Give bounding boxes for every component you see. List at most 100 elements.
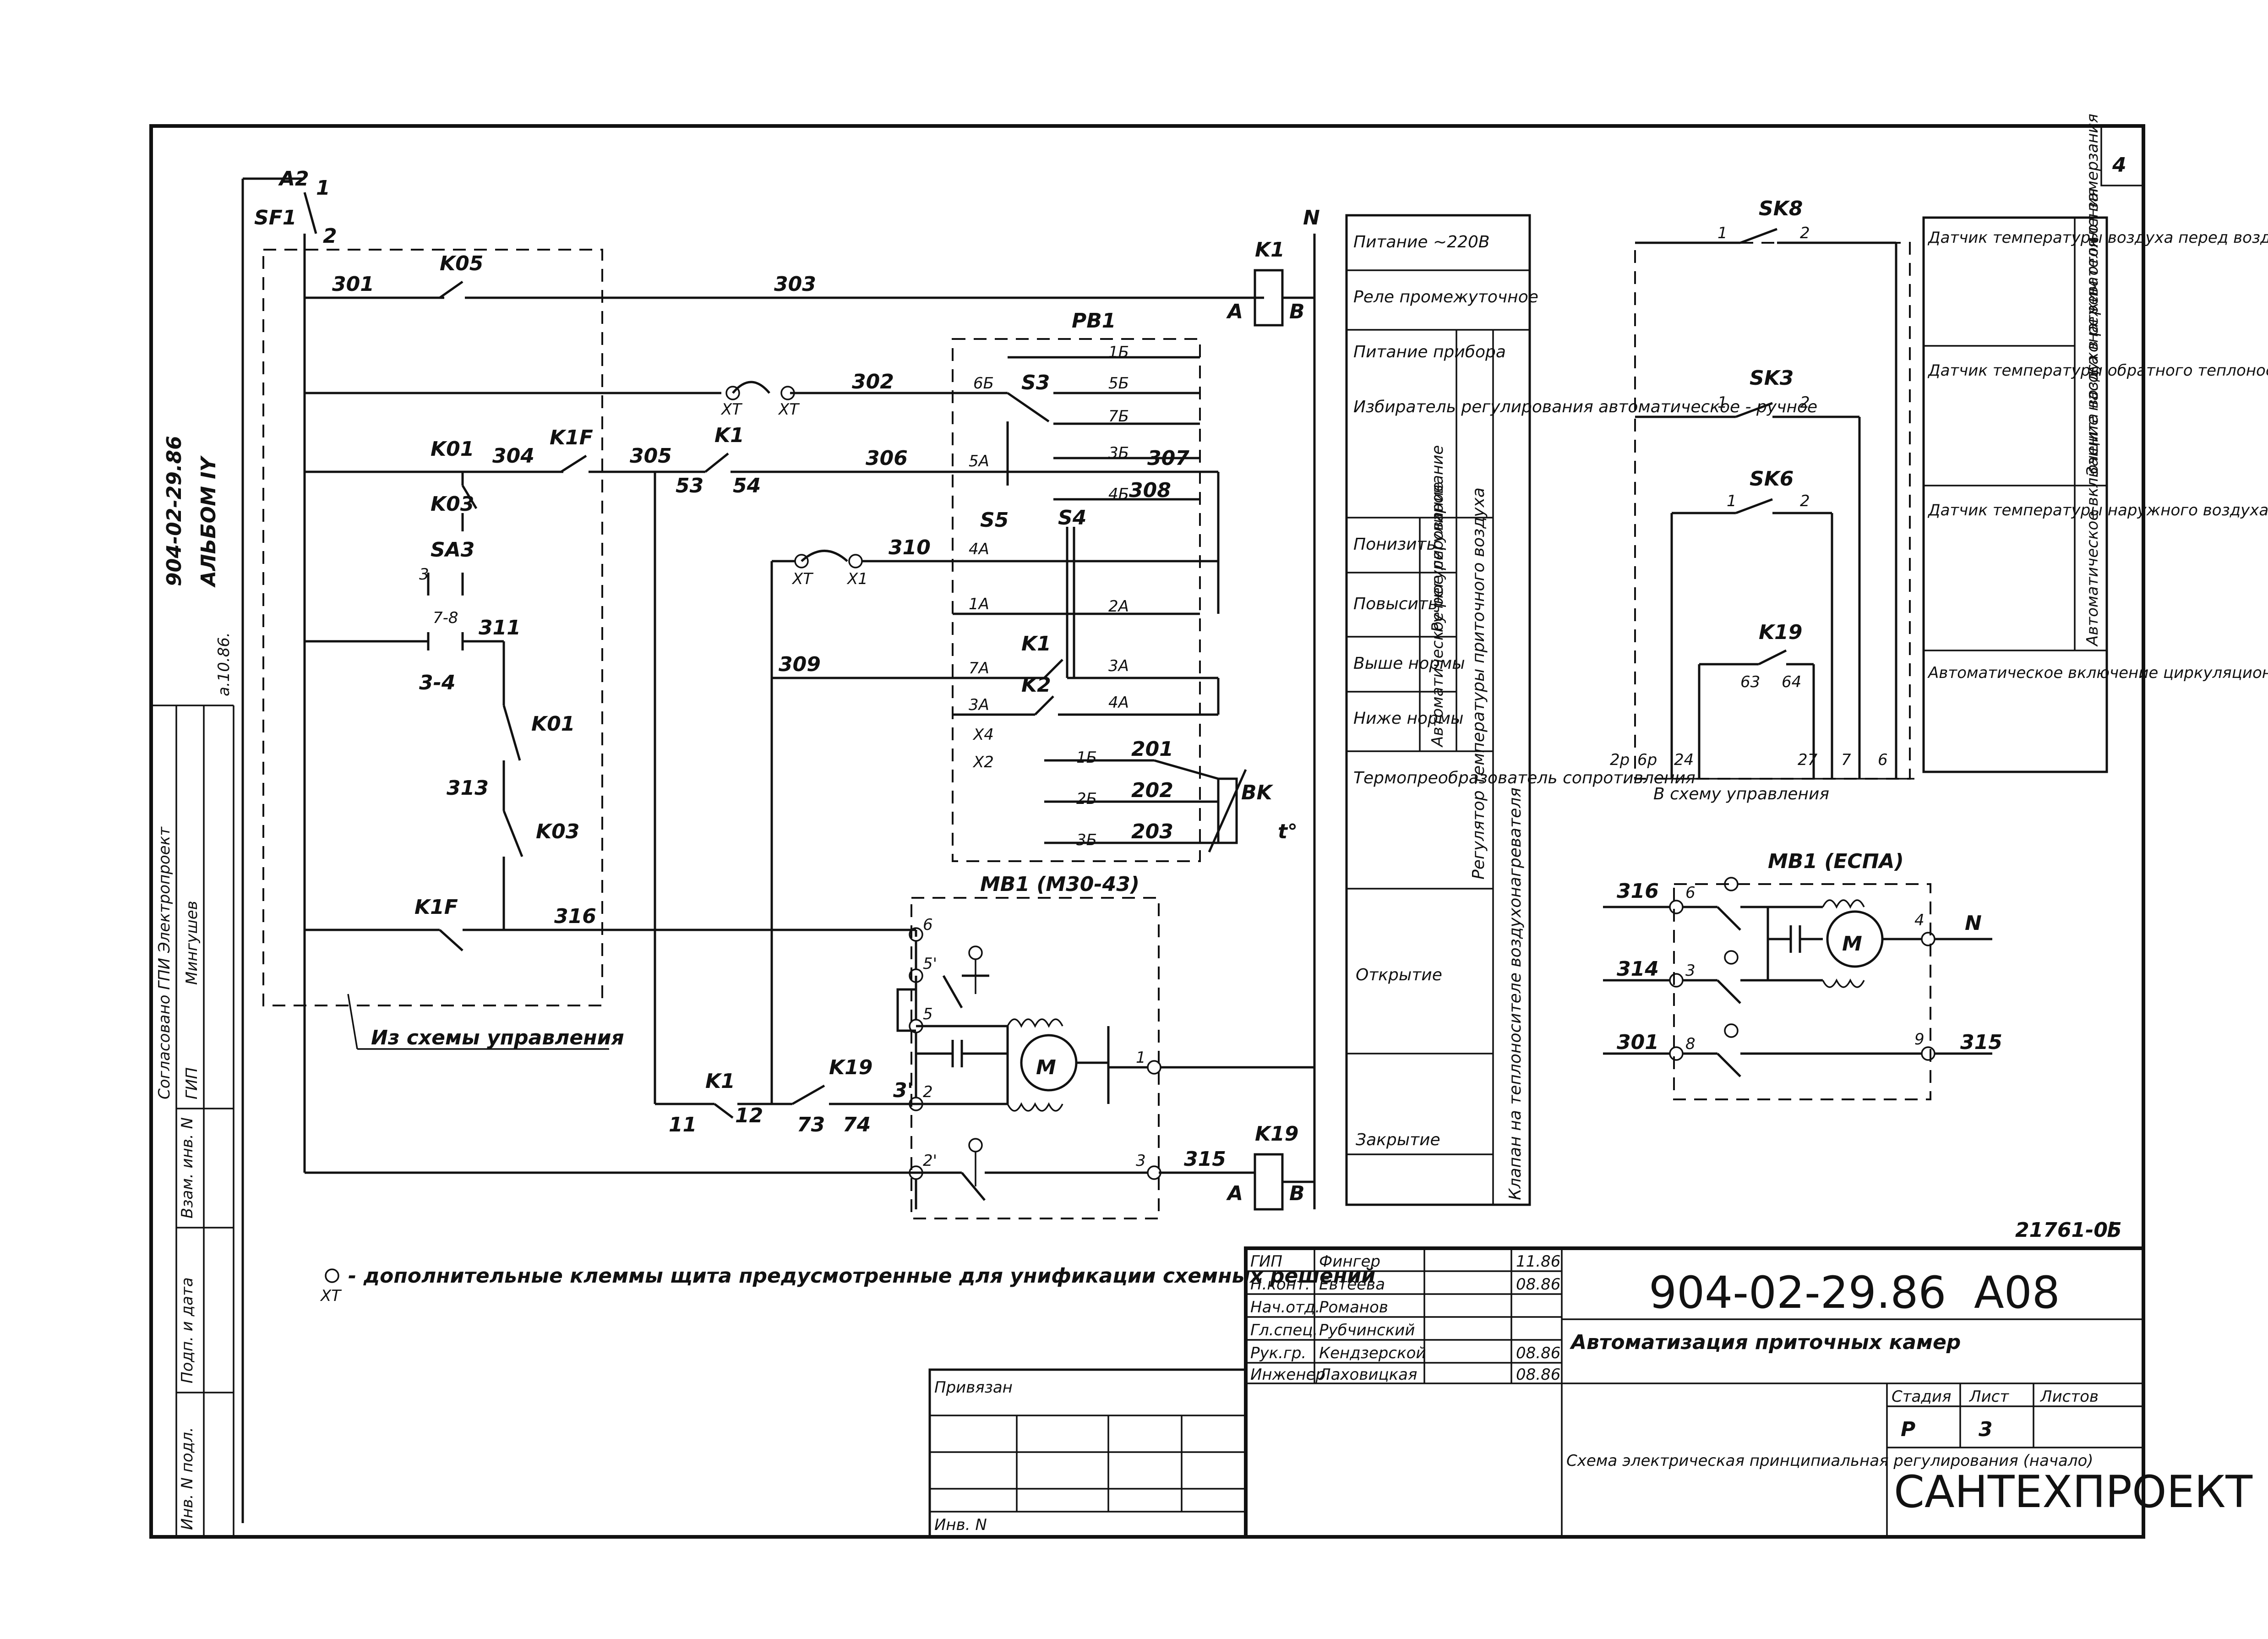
album-label: АЛЬБОМ IY bbox=[197, 455, 220, 588]
sa3-78: 7-8 bbox=[433, 609, 458, 627]
mb1-left-name: MB1 (M30-43) bbox=[980, 873, 1139, 896]
ft-lower: Понизить bbox=[1353, 535, 1436, 554]
tb-stage-h: Стадия bbox=[1892, 1388, 1951, 1406]
coil-k19-a: A bbox=[1226, 1182, 1243, 1205]
sensor-bk-t: t° bbox=[1278, 820, 1298, 843]
wire-305: 305 bbox=[630, 444, 672, 468]
control-scheme-box bbox=[262, 249, 603, 1006]
ft-raise: Повысить bbox=[1353, 595, 1438, 613]
left-margin: 904-02-29.86 АЛЬБОМ IY a.10.86. Согласов… bbox=[151, 436, 234, 1537]
mb1-right-name: MB1 (ЕСПА) bbox=[1768, 850, 1904, 873]
function-table: Питание ~220В Реле промежуточное Питание… bbox=[1345, 214, 1817, 1206]
contact-k1-b: K1 bbox=[705, 1070, 735, 1093]
sign-mark: a.10.86. bbox=[215, 632, 233, 696]
pb1-t-1b-s: 1Б bbox=[1076, 748, 1097, 767]
tb-sheet-h: Лист bbox=[1968, 1388, 2009, 1406]
wire-309: 309 bbox=[779, 653, 821, 676]
sk6-2: 2 bbox=[1800, 492, 1810, 510]
sa3-3: 3 bbox=[419, 565, 429, 584]
mb1-l-5: 5 bbox=[923, 1005, 933, 1023]
pin-12: 12 bbox=[735, 1104, 763, 1127]
pin-54: 54 bbox=[733, 474, 761, 497]
sd-2: Датчик температуры обратного теплоносите… bbox=[1927, 361, 2268, 380]
album-code: 904-02-29.86 bbox=[163, 436, 186, 586]
rs-6: 6 bbox=[1878, 751, 1888, 769]
pb1-t-3b-s: 3Б bbox=[1076, 831, 1097, 849]
sf1-name: SF1 bbox=[254, 206, 296, 229]
sk8-name: SK8 bbox=[1759, 197, 1803, 220]
coil-k19 bbox=[1254, 1153, 1284, 1211]
x1-4: X1 bbox=[846, 570, 868, 588]
wire-310: 310 bbox=[889, 536, 931, 559]
ft-power: Питание ~220В bbox=[1353, 233, 1490, 251]
tb-sheet: 3 bbox=[1979, 1418, 1993, 1441]
wire-313: 313 bbox=[447, 776, 489, 800]
staff-role-5: Инженер bbox=[1250, 1366, 1325, 1384]
staff-date-4: 08.86 bbox=[1516, 1344, 1560, 1362]
mb1-r-314: 314 bbox=[1617, 957, 1659, 981]
rs-6p: 6р bbox=[1637, 751, 1657, 769]
mb1-left: MB1 (M30-43) 6 5' 5 1 3' 2 2' 3 M bbox=[893, 873, 1314, 1219]
pb1-t-3b: 3Б bbox=[1108, 444, 1129, 462]
sd-4: Автоматическое включение циркуляционного… bbox=[1927, 664, 2268, 682]
pb1-t-7b: 7Б bbox=[1108, 407, 1129, 426]
mb1-l-3: 3 bbox=[1136, 1152, 1146, 1170]
inv-label-3: Инв. N подл. bbox=[178, 1427, 196, 1530]
rs-27: 27 bbox=[1798, 751, 1818, 769]
rs-24: 24 bbox=[1674, 751, 1694, 769]
pb1-t-4a: 4А bbox=[969, 540, 989, 558]
pb1-t-2a: 2А bbox=[1108, 597, 1129, 616]
agreed-role: ГИП bbox=[183, 1067, 201, 1099]
pb1-k1: K1 bbox=[1021, 632, 1051, 656]
k19-r-63: 63 bbox=[1740, 673, 1760, 691]
k19-r-64: 64 bbox=[1782, 673, 1801, 691]
mb1-r-8: 8 bbox=[1685, 1035, 1696, 1053]
staff-date-1: 08.86 bbox=[1516, 1275, 1560, 1294]
wire-302: 302 bbox=[852, 370, 894, 393]
pin-73: 73 bbox=[797, 1113, 825, 1136]
tb-stage: Р bbox=[1901, 1418, 1915, 1441]
pb1-t-4a-r: 4А bbox=[1108, 694, 1129, 712]
wire-201: 201 bbox=[1131, 738, 1173, 761]
pb1-t-4b: 4Б bbox=[1108, 485, 1129, 503]
staff-name-2: Романов bbox=[1319, 1298, 1388, 1317]
pin-53: 53 bbox=[676, 474, 703, 497]
xt-1: XT bbox=[720, 400, 742, 419]
tb-sheet-code: А08 bbox=[1974, 1267, 2060, 1318]
wire-306: 306 bbox=[866, 447, 908, 470]
wire-311: 311 bbox=[479, 616, 521, 639]
ft-open: Открытие bbox=[1356, 966, 1442, 984]
sensor-bk bbox=[1217, 777, 1238, 844]
sd-3: Датчик температуры наружного воздуха bbox=[1927, 501, 2268, 519]
contact-k1: K1 bbox=[714, 424, 744, 447]
staff-role-3: Гл.спец. bbox=[1250, 1321, 1318, 1339]
pb1-s3: S3 bbox=[1021, 371, 1050, 394]
staff-date-0: 11.86 bbox=[1516, 1252, 1560, 1271]
mb1-right: MB1 (ЕСПА) 316 314 301 315 6 3 8 4 9 N bbox=[1603, 850, 2002, 1100]
rs-7: 7 bbox=[1841, 751, 1851, 769]
sensor-bk-name: BK bbox=[1241, 781, 1274, 804]
contact-k19: K19 bbox=[829, 1056, 872, 1079]
staff-name-3: Рубчинский bbox=[1319, 1321, 1415, 1339]
sa3-34: 3-4 bbox=[419, 671, 456, 694]
contact-k03-b: K03 bbox=[536, 820, 579, 843]
sk6-name: SK6 bbox=[1750, 467, 1794, 491]
sheet-number: 4 bbox=[2112, 153, 2126, 177]
tb-drawing: Схема электрическая принципиальная регул… bbox=[1566, 1452, 2094, 1470]
contact-k01: K01 bbox=[431, 437, 474, 461]
tb-project: Автоматизация приточных камер bbox=[1570, 1331, 1961, 1354]
wire-316: 316 bbox=[554, 905, 596, 928]
ft-power-dev: Питание прибора bbox=[1353, 343, 1506, 361]
ft-vert-1: Регулятор температуры приточного воздуха bbox=[1469, 487, 1488, 880]
ft-vert-2: Клапан на теплоносителе воздухонагревате… bbox=[1506, 787, 1525, 1200]
xt-2: XT bbox=[778, 400, 800, 419]
right-sensors: SK8 1 2 SK3 1 2 SK6 1 2 K19 63 64 2р 6р … bbox=[1610, 114, 2268, 803]
mb1-r-4: 4 bbox=[1914, 911, 1925, 929]
mb1-r-316: 316 bbox=[1617, 880, 1659, 903]
mb1-r-6: 6 bbox=[1685, 884, 1696, 902]
staff-name-5: Лаховицкая bbox=[1318, 1366, 1417, 1384]
coil-k1-n: N bbox=[1303, 206, 1320, 229]
motor-right-m: M bbox=[1842, 932, 1862, 956]
coil-k1-name: K1 bbox=[1255, 238, 1285, 262]
mb1-r-315: 315 bbox=[1960, 1031, 2002, 1054]
